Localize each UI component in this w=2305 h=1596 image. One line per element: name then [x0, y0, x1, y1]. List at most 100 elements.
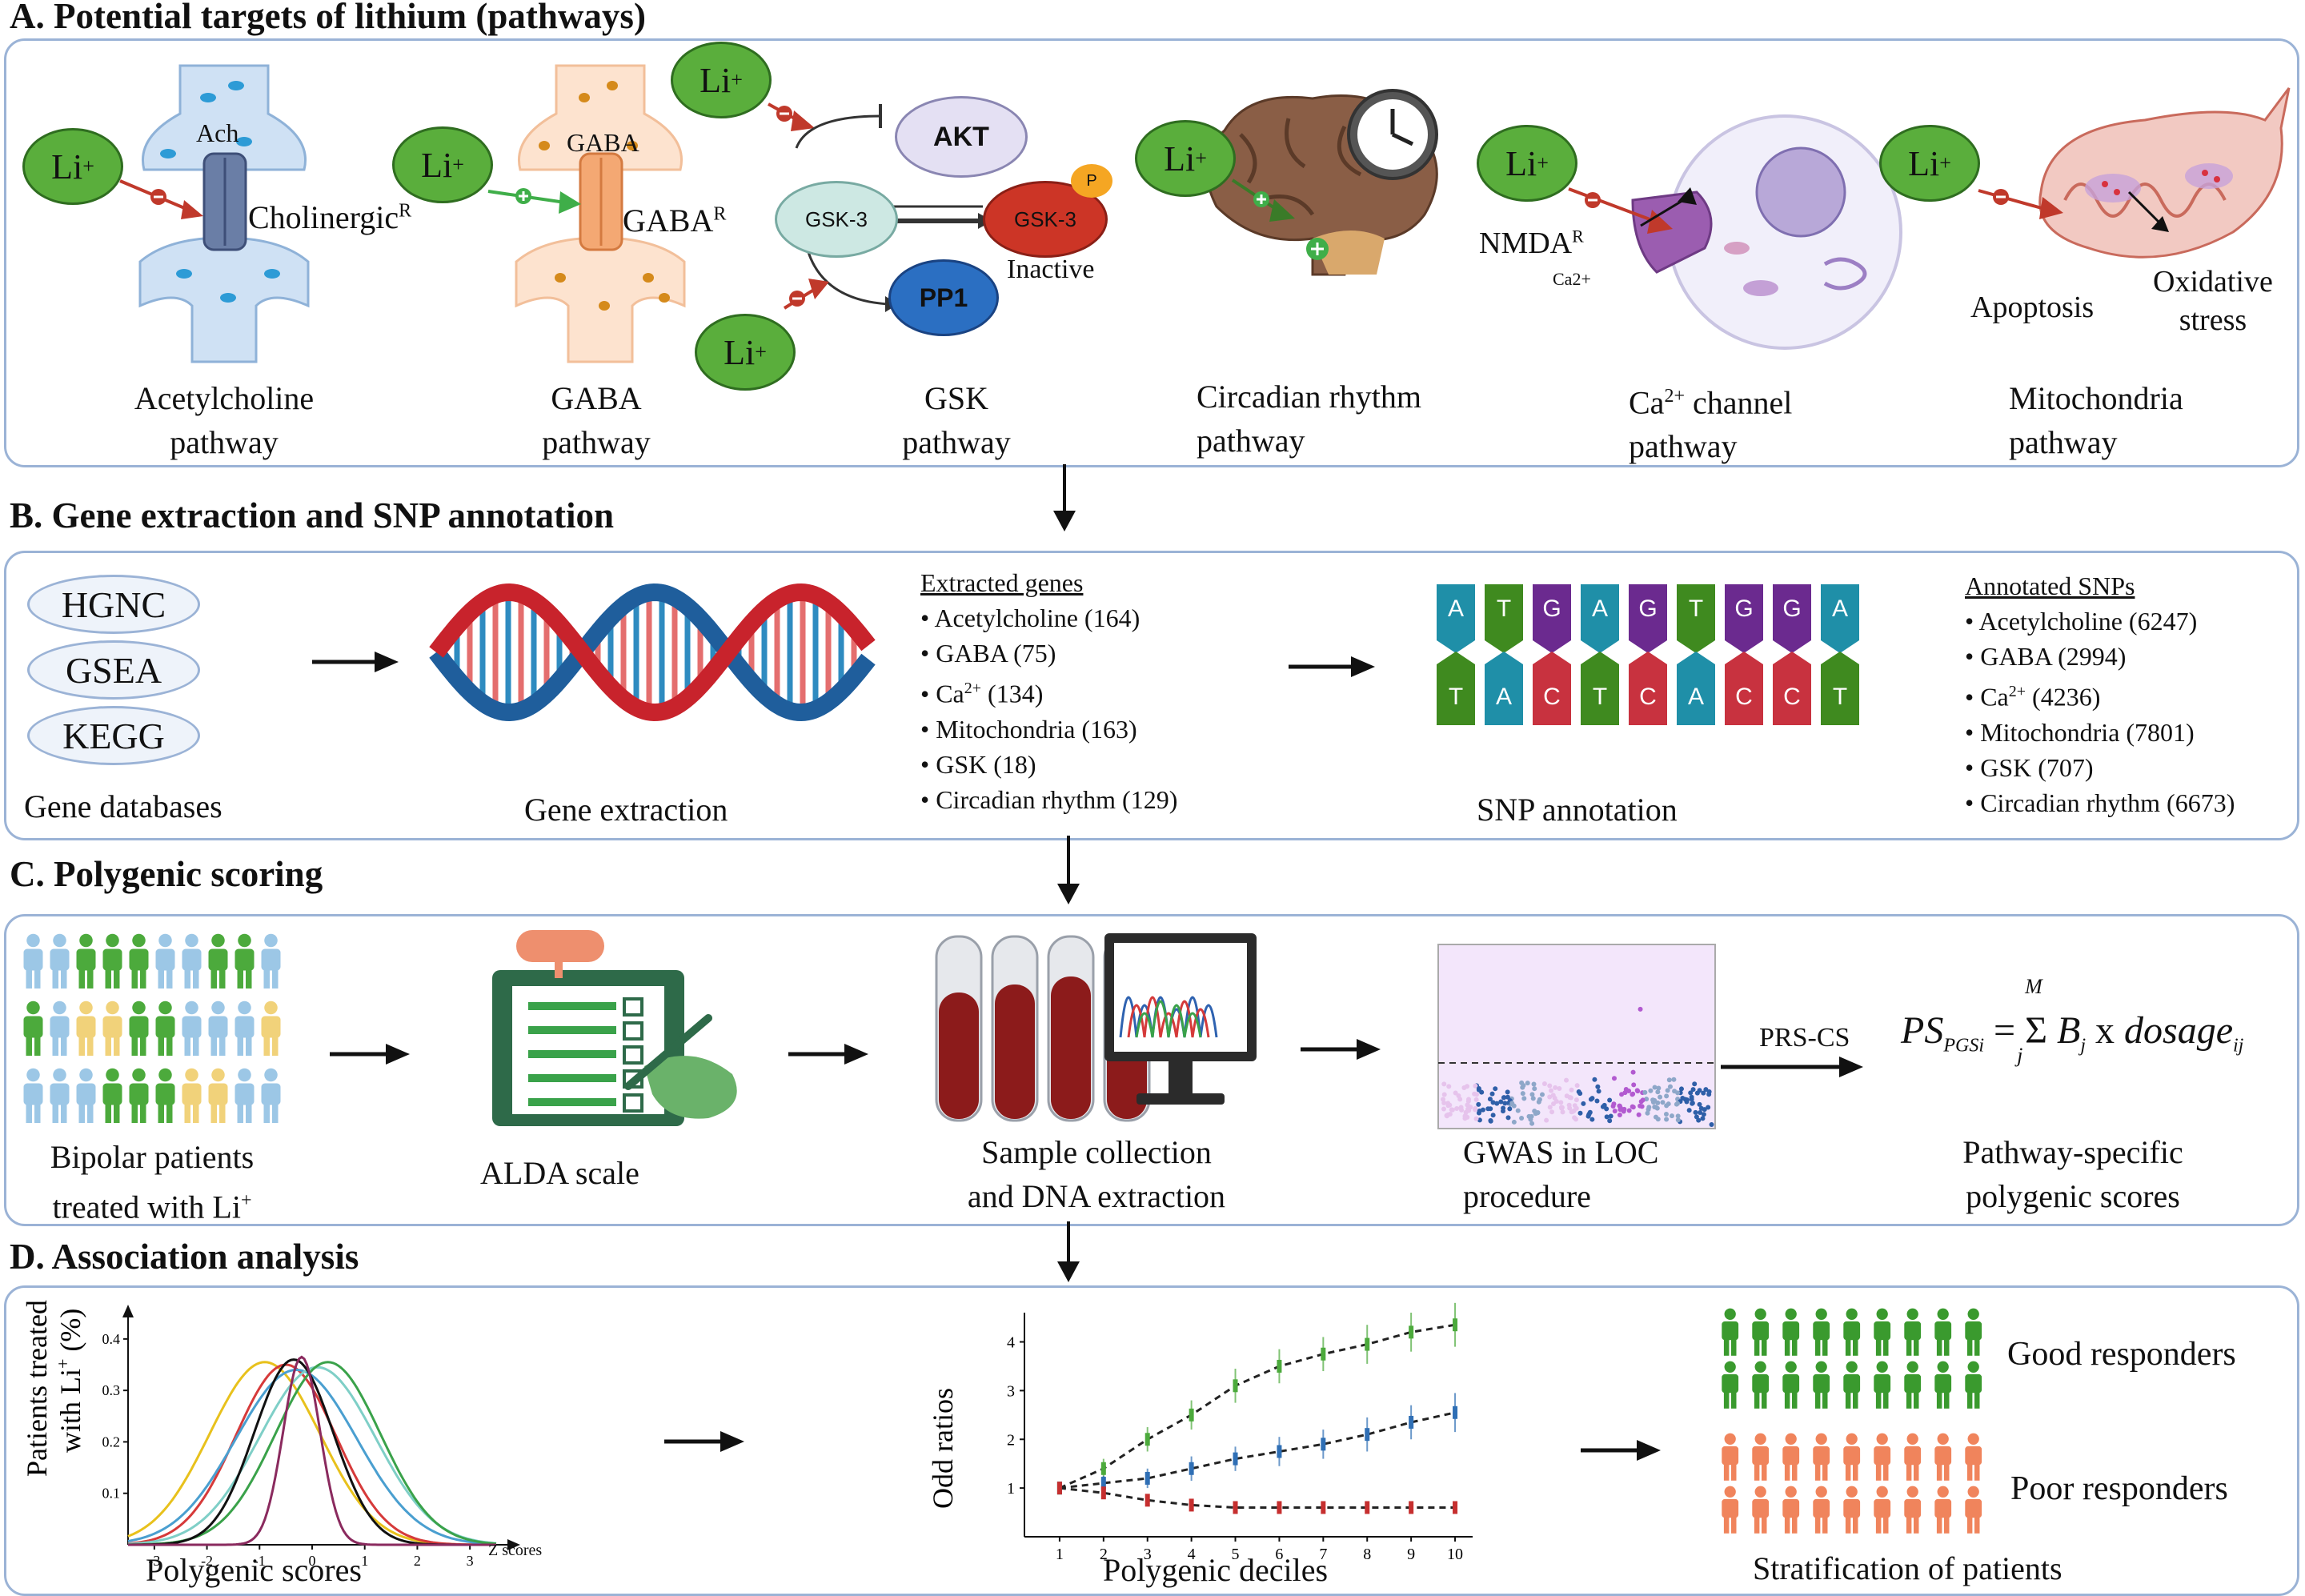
data-point: [1189, 1498, 1194, 1512]
good-responder-icon: [1843, 1308, 1861, 1356]
inhibit-arrow-mito: [1978, 189, 2063, 219]
poor-responder-icon: [1722, 1486, 1739, 1534]
lithium-ion-circadian: Li+: [1135, 120, 1236, 197]
section-b-title: B. Gene extraction and SNP annotation: [10, 495, 615, 535]
data-point: [1409, 1415, 1414, 1429]
patient-icon: [155, 933, 175, 988]
data-point: [1453, 1501, 1458, 1514]
snp-point: [1671, 1077, 1677, 1082]
good-responder-icon: [1752, 1361, 1770, 1409]
snp-point: [1509, 1101, 1515, 1106]
patient-icon: [50, 1001, 70, 1056]
snp-point: [1488, 1118, 1493, 1124]
snp-point: [1648, 1088, 1654, 1093]
snp-point: [1454, 1105, 1460, 1111]
snp-point: [1634, 1088, 1640, 1093]
x-tick-label: 2: [1100, 1546, 1108, 1563]
patient-icon: [261, 1068, 281, 1123]
down-arrow-c-d: [1057, 1221, 1080, 1282]
data-point: [1321, 1438, 1326, 1451]
y-tick-label: 4: [1007, 1334, 1015, 1352]
snp-top-letter: T: [1497, 595, 1511, 622]
poor-responders-label: Poor responders: [2010, 1470, 2228, 1507]
snp-bottom-block: [1485, 652, 1523, 725]
down-arrow-b-c: [1057, 836, 1080, 904]
snp-point: [1640, 1097, 1646, 1103]
snp-point: [1501, 1109, 1506, 1114]
right-arrow-c2: [788, 1044, 868, 1065]
x-axis-arrowhead: [507, 1539, 520, 1550]
snp-point: [1658, 1094, 1663, 1100]
good-responder-icon: [1965, 1361, 1982, 1409]
snp-point: [1573, 1105, 1579, 1111]
snp-point: [1653, 1114, 1658, 1120]
patient-icon: [76, 1001, 96, 1056]
snp-point: [1568, 1095, 1573, 1101]
snp-point: [1511, 1119, 1517, 1125]
snp-top-block: [1677, 584, 1715, 653]
right-arrow-d2: [1581, 1440, 1661, 1461]
snp-top-letter: G: [1542, 595, 1561, 622]
good-responder-icon: [1934, 1308, 1952, 1356]
snp-point: [1456, 1093, 1461, 1098]
data-point: [1365, 1501, 1370, 1514]
list-item: Mitochondria (7801): [1965, 715, 2235, 750]
snp-point: [1664, 1103, 1670, 1109]
gsea-database: GSEA: [27, 640, 200, 700]
kegg-database: KEGG: [27, 706, 200, 765]
list-item: Circadian rhythm (6673): [1965, 785, 2235, 820]
density-curve: [127, 1368, 497, 1546]
snp-point: [1473, 1083, 1478, 1089]
snp-point: [1692, 1081, 1698, 1087]
poor-responder-icon: [1782, 1433, 1800, 1481]
y-tick-label: 0.2: [102, 1434, 121, 1450]
snp-bottom-letter: T: [1593, 684, 1607, 710]
lithium-ion-ach: Li+: [22, 128, 123, 205]
right-arrow-b1: [312, 652, 399, 672]
patient-icon: [23, 933, 43, 988]
snp-point: [1485, 1106, 1491, 1112]
snp-bottom-letter: T: [1449, 684, 1463, 710]
good-responder-icon: [1782, 1361, 1800, 1409]
x-tick-label: 1: [361, 1553, 368, 1569]
snp-point: [1622, 1106, 1627, 1112]
gene-extraction-label: Gene extraction: [524, 792, 728, 828]
snp-point: [1569, 1087, 1574, 1093]
patient-icon: [129, 933, 149, 988]
section-a-title: A. Potential targets of lithium (pathway…: [10, 0, 646, 36]
snp-point: [1646, 1107, 1651, 1113]
snp-point: [1558, 1100, 1564, 1105]
snp-point: [1675, 1117, 1681, 1123]
snp-point: [1441, 1081, 1447, 1087]
snp-point: [1701, 1112, 1706, 1117]
patient-icon: [208, 933, 228, 988]
list-item: GSK (707): [1965, 750, 2235, 785]
good-responder-icon: [1904, 1308, 1922, 1356]
snp-point: [1639, 1104, 1645, 1109]
data-point: [1189, 1408, 1194, 1422]
patient-icon: [182, 1001, 202, 1056]
section-d-title: D. Association analysis: [10, 1237, 359, 1277]
y-label-line1: Patients treated: [21, 1300, 53, 1477]
snp-point: [1696, 1117, 1702, 1123]
snp-point: [1652, 1097, 1658, 1103]
good-responder-icon: [1843, 1361, 1861, 1409]
or-series-line: [1059, 1486, 1455, 1509]
data-point: [1277, 1359, 1282, 1373]
list-item: GABA (2994): [1965, 639, 2235, 674]
good-responder-icon: [1965, 1308, 1982, 1356]
right-arrow-d1: [664, 1431, 744, 1452]
patient-icon: [155, 1001, 175, 1056]
poor-responder-icon: [1934, 1486, 1952, 1534]
x-tick-label: 9: [1407, 1546, 1415, 1563]
data-point: [1453, 1406, 1458, 1419]
poor-responder-icon: [1904, 1433, 1922, 1481]
patient-crowd-illustration: [23, 933, 281, 1123]
poor-responder-icon: [1904, 1486, 1922, 1534]
patient-icon: [261, 933, 281, 988]
snp-point: [1480, 1107, 1485, 1113]
density-curve: [127, 1365, 497, 1546]
snp-point: [1505, 1115, 1511, 1121]
